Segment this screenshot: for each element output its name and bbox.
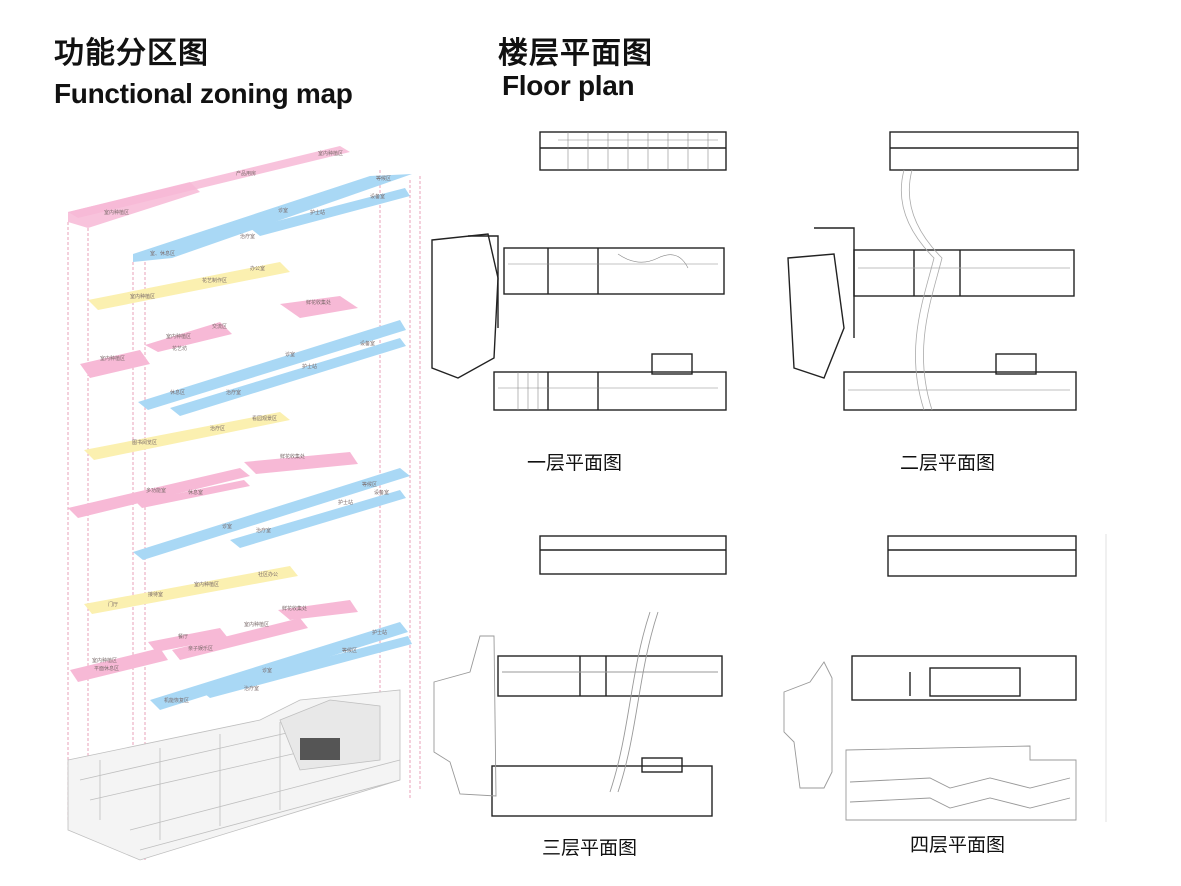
zone-label: 室内种植区 (100, 355, 125, 362)
zone-label: 室内种植区 (104, 209, 129, 216)
zone-label: 护士站 (310, 209, 325, 216)
zone-label: 图书阅览区 (132, 439, 157, 446)
floor-1-label: 一层平面图 (527, 452, 623, 474)
floor-plan-1 (431, 131, 727, 411)
zone-label: 亲子娱乐区 (188, 645, 213, 652)
zone-label: 护士站 (338, 499, 353, 506)
zone-label: 诊室 (278, 207, 288, 214)
ground-building-massing (67, 689, 401, 861)
zone-label: 办公室 (250, 265, 265, 272)
zone-label: 室内种植区 (194, 581, 219, 588)
functional-zoning-title-en: Functional zoning map (54, 78, 353, 109)
zone-label: 休息室 (188, 489, 203, 496)
zone-label: 接待室 (148, 591, 163, 598)
zone-label: 治疗室 (256, 527, 271, 534)
zone-label: 鲜花收集处 (282, 605, 307, 612)
zone-label: 平面休息区 (94, 665, 119, 672)
zone-label: 护士站 (372, 629, 387, 636)
floor-4-label: 四层平面图 (910, 834, 1006, 856)
zone-label: 护士站 (302, 363, 317, 370)
zone-label: 花艺制作区 (202, 277, 227, 284)
level-1-zones: 门厅 接待室 室内种植区 社区办公 鲜花收集处 室内种植区 餐厅 亲子娱乐区 室… (70, 566, 412, 710)
functional-zoning-title-cn: 功能分区图 (54, 36, 209, 71)
zone-label: 治疗室 (244, 685, 259, 692)
floor-plan-title-cn: 楼层平面图 (498, 36, 653, 71)
floor-plan-title-en: Floor plan (502, 70, 635, 101)
zone-label: 诊室 (262, 667, 272, 674)
floor-plan-3 (433, 535, 727, 817)
zone-label: 产品用房 (236, 170, 256, 177)
zone-label: 等候区 (342, 647, 357, 654)
zone-label: 治疗区 (210, 425, 225, 432)
level-3-zones: 办公室 花艺制作区 室内种植区 鲜花收集处 室内种植区 花艺坊 交流区 室内种植… (80, 262, 406, 416)
floor-3-label: 三层平面图 (542, 837, 638, 859)
zone-label: 室内种植区 (244, 621, 269, 628)
zone-label: 设备室 (360, 340, 375, 347)
floor-plan-4 (783, 534, 1107, 822)
zone-label: 室内种植区 (166, 333, 191, 340)
floor-2-label: 二层平面图 (900, 452, 996, 474)
level-2-zones: 图书阅览区 治疗区 看园观景区 鲜花收集处 多功能室 休息室 等候区 设备室 护… (68, 412, 410, 560)
zone-label: 室内种植区 (318, 150, 343, 157)
zone-label: 机能恢复区 (164, 697, 189, 704)
zone-label: 看园观景区 (252, 415, 277, 422)
zone-label: 室内种植区 (130, 293, 155, 300)
zone-label: 多功能室 (146, 487, 166, 494)
zone-label: 治疗室 (240, 233, 255, 240)
zone-label: 餐厅 (178, 633, 188, 640)
zone-label: 等候区 (362, 481, 377, 488)
zone-label: 花艺坊 (172, 345, 187, 352)
zone-label: 治疗室 (226, 389, 241, 396)
zone-label: 交流区 (212, 323, 227, 330)
level-4-zones: 室内种植区 产品用房 室内种植区 等候区 设备室 护士站 诊室 治疗室 室、休息… (68, 146, 412, 262)
zone-label: 等候区 (376, 175, 391, 182)
zone-label: 诊室 (285, 351, 295, 358)
zone-label: 鲜花收集处 (280, 453, 305, 460)
zone-label: 室、休息区 (150, 250, 175, 257)
zone-label: 诊室 (222, 523, 232, 530)
zone-label: 社区办公 (258, 571, 278, 578)
floor-plan-2 (787, 131, 1079, 411)
zone-label: 鲜花收集处 (306, 299, 331, 306)
zone-label: 休息区 (170, 389, 185, 396)
zone-label: 设备室 (374, 489, 389, 496)
zone-label: 室内种植区 (92, 657, 117, 664)
zone-label: 门厅 (108, 601, 118, 608)
zone-label: 设备室 (370, 193, 385, 200)
